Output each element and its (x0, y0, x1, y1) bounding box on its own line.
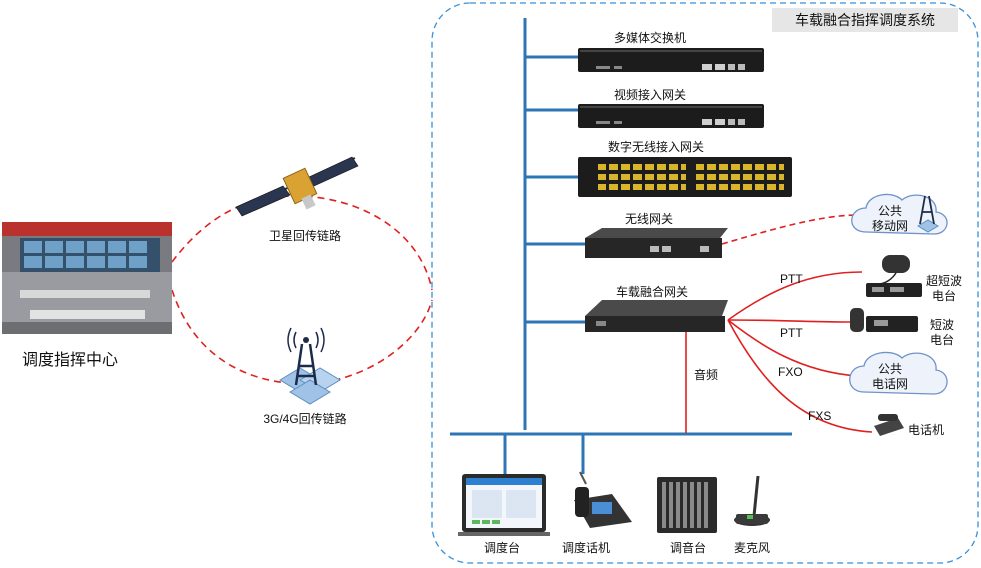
microphone-label: 麦克风 (733, 541, 771, 555)
dispatch-center-label: 调度指挥中心 (22, 352, 119, 369)
mixer-label: 调音台 (669, 541, 707, 555)
dispatch-phone-label: 调度话机 (561, 541, 611, 555)
cellular-link-label: 3G/4G回传链路 (263, 412, 347, 426)
dispatch-center-photo (2, 222, 172, 334)
mobile-network-link (721, 214, 859, 245)
public-telephone-network-label-line2: 电话网 (872, 377, 909, 391)
console-label: 调度台 (483, 541, 521, 555)
ethernet-bus (450, 18, 792, 474)
cell-tower-icon (279, 327, 341, 405)
public-mobile-network-label: 公共 移动网 (872, 204, 908, 234)
digital-wireless-gateway-label: 数字无线接入网关 (607, 140, 705, 154)
fxs-label: FXS (808, 409, 832, 423)
shortwave-radio-label-line2: 电台 (930, 333, 955, 347)
fusion-gateway-links (727, 271, 873, 433)
dispatch-phone-icon (574, 471, 632, 528)
public-telephone-network-label: 公共 电话网 (872, 362, 908, 392)
vehicle-system-boundary (431, 2, 979, 564)
wireless-gateway-label: 无线网关 (624, 212, 674, 226)
telephone-icon (874, 414, 904, 436)
public-mobile-network-label-line2: 移动网 (872, 219, 909, 233)
fxo-label: FXO (778, 365, 803, 379)
satellite-link-label: 卫星回传链路 (268, 229, 342, 243)
audio-label: 音频 (694, 368, 719, 382)
wireless-gateway-device (585, 228, 728, 258)
fusion-gateway-device (585, 300, 728, 332)
ultra-shortwave-radio-label-line1: 超短波 (926, 274, 963, 288)
shortwave-radio-icon (850, 308, 918, 332)
shortwave-radio-label: 短波 电台 (930, 318, 954, 348)
ultra-shortwave-radio-label: 超短波 电台 (926, 274, 962, 304)
digital-wireless-gateway-device (578, 157, 792, 197)
public-mobile-network-cloud (851, 193, 948, 235)
ultra-shortwave-radio-label-line2: 电台 (932, 289, 957, 303)
video-gateway-label: 视频接入网关 (613, 88, 687, 102)
public-telephone-network-label-line1: 公共 (878, 362, 903, 376)
multimedia-switch-label: 多媒体交换机 (613, 31, 687, 45)
public-telephone-network-cloud (849, 351, 948, 395)
video-gateway-device (578, 104, 764, 128)
audio-mixer-icon (657, 477, 717, 533)
telephone-label: 电话机 (908, 423, 945, 437)
ptt-label-2: PTT (780, 326, 803, 340)
ptt-label-1: PTT (780, 272, 803, 286)
ultra-shortwave-radio-icon (866, 255, 922, 297)
dispatch-console-icon (458, 474, 550, 536)
fusion-gateway-label: 车载融合网关 (615, 285, 689, 299)
system-title: 车载融合指挥调度系统 (772, 8, 958, 32)
public-mobile-network-label-line1: 公共 (878, 204, 903, 218)
satellite-icon (235, 156, 359, 217)
multimedia-switch-device (578, 48, 764, 72)
shortwave-radio-label-line1: 短波 (930, 318, 955, 332)
microphone-icon (734, 475, 770, 526)
